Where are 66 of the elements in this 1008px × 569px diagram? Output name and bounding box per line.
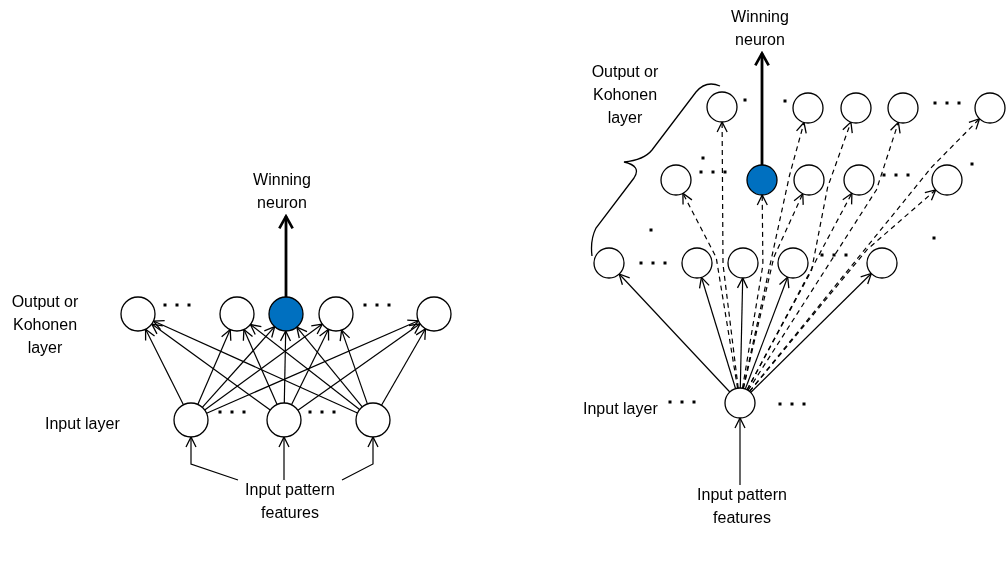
neuron-circle xyxy=(793,164,825,196)
layer-label: Input layer xyxy=(583,399,658,419)
arrow xyxy=(204,323,323,411)
neuron-circle xyxy=(724,387,756,419)
arrow xyxy=(249,323,361,411)
neuron-circle xyxy=(792,92,824,124)
neuron-circle xyxy=(593,247,625,279)
arrow xyxy=(290,328,330,406)
arrow xyxy=(185,436,239,481)
arrow xyxy=(278,436,290,481)
neuron-circle xyxy=(660,164,692,196)
neuron-circle xyxy=(706,91,738,123)
neuron-circle xyxy=(887,92,919,124)
arrow xyxy=(750,272,872,394)
arrow xyxy=(744,276,790,390)
neuron-circle xyxy=(120,296,156,332)
text-label: Input pattern features xyxy=(684,483,800,530)
neuron-circle xyxy=(173,402,209,438)
neuron-circle xyxy=(974,92,1006,124)
arrow xyxy=(736,277,749,389)
neuron-circle xyxy=(931,164,963,196)
text-label: Winning neuron xyxy=(725,5,795,52)
arrow xyxy=(152,319,359,414)
arrow xyxy=(746,192,853,391)
arrow xyxy=(734,417,746,486)
arrow xyxy=(201,326,276,408)
layer-label: Input layer xyxy=(45,414,120,434)
text-label: Input pattern features xyxy=(232,478,348,525)
arrow xyxy=(749,189,937,393)
arrow xyxy=(742,193,804,389)
text-label: Winning neuron xyxy=(247,168,317,215)
arrow xyxy=(380,328,427,406)
neuron-circle xyxy=(727,247,759,279)
arrow xyxy=(698,276,737,390)
neuron-circle xyxy=(866,247,898,279)
layer-label: Output or Kohonen layer xyxy=(590,62,660,129)
neuron-circle xyxy=(840,92,872,124)
arrow xyxy=(748,118,981,392)
arrow xyxy=(296,326,363,408)
arrow xyxy=(242,328,278,406)
arrow xyxy=(144,328,184,406)
arrow xyxy=(754,52,770,165)
arrow xyxy=(297,323,421,411)
arrow xyxy=(206,319,420,414)
neuron-circle xyxy=(416,296,452,332)
arrow xyxy=(339,329,368,405)
arrow xyxy=(618,273,731,393)
arrow xyxy=(741,194,768,389)
neuron-circle xyxy=(746,164,778,196)
neuron-circle xyxy=(355,402,391,438)
arrow xyxy=(341,436,379,481)
neuron-circle xyxy=(843,164,875,196)
layer-label: Output or Kohonen layer xyxy=(10,292,80,359)
arrow xyxy=(682,192,739,389)
neuron-circle xyxy=(219,296,255,332)
arrow xyxy=(151,323,271,411)
arrow xyxy=(747,121,901,391)
arrow xyxy=(716,121,739,389)
neuron-circle xyxy=(777,247,809,279)
arrow xyxy=(279,330,292,404)
neuron-circle xyxy=(318,296,354,332)
neuron-circle xyxy=(268,296,304,332)
arrow xyxy=(278,215,294,297)
arrow xyxy=(197,328,232,405)
neuron-circle xyxy=(681,247,713,279)
neuron-circle xyxy=(266,402,302,438)
